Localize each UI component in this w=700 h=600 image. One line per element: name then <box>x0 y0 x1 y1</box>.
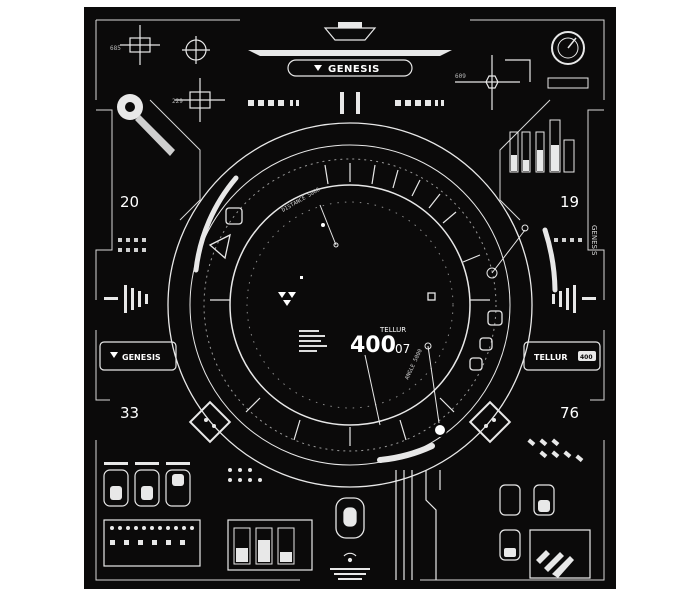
bottom-right-dots <box>527 438 584 463</box>
bottom-left-fill <box>104 462 190 500</box>
outer-ring <box>167 122 533 488</box>
model-number-right: 400 <box>580 354 593 361</box>
model-right: TELLUR <box>534 353 568 362</box>
right-lower-number: 76 <box>560 404 579 422</box>
readout-label: TELLUR <box>379 326 406 334</box>
inner-markers <box>278 223 325 306</box>
thick-arcs <box>193 175 558 463</box>
left-lower-number: 33 <box>120 404 139 422</box>
gauge-icon <box>547 31 589 89</box>
bottom-left-dots <box>110 526 194 545</box>
ring-ticks <box>210 163 490 446</box>
lower-left-dots <box>228 468 262 482</box>
top-dot-row <box>248 92 444 114</box>
needle-lines <box>319 204 529 431</box>
top-left-tag: 685 <box>110 45 121 52</box>
diamond-dots <box>204 418 496 428</box>
right-squares <box>427 292 503 371</box>
top-mid-tag: 229 <box>172 98 183 105</box>
frame-lines <box>95 19 605 581</box>
brand-top: GENESIS <box>328 64 380 75</box>
genesis-logo-icon <box>314 65 322 71</box>
side-brand-label: GENESIS <box>590 225 598 256</box>
needle-knob <box>433 423 447 437</box>
pad-background <box>84 7 616 589</box>
bottom-knob <box>335 497 365 539</box>
left-upper-number: 20 <box>120 193 139 211</box>
top-right-tag: 609 <box>455 73 466 80</box>
equalizer-fill <box>511 145 559 171</box>
dial-icon <box>117 94 175 156</box>
left-dot-grid <box>118 238 146 252</box>
bottom-right-blocks <box>499 484 591 579</box>
bottom-lines <box>395 470 441 580</box>
left-signal-bars <box>104 285 148 313</box>
wifi-icon <box>343 552 357 563</box>
bottom-right-fill <box>504 500 574 578</box>
bottom-left-blocks <box>103 469 313 571</box>
readout-bars <box>299 330 327 352</box>
diamond-boxes <box>188 400 512 444</box>
readout-suffix: 07 <box>395 342 410 356</box>
hexagon-icon <box>455 55 531 110</box>
crosshair-icon <box>120 25 225 122</box>
right-signal-bars <box>552 285 596 313</box>
genesis-top-banner <box>248 22 452 77</box>
bottom-left-meter-fill <box>236 540 292 562</box>
bar-chart-icon <box>509 119 575 173</box>
brand-left: GENESIS <box>122 353 161 362</box>
readout-value: 400 <box>350 333 396 358</box>
right-upper-number: 19 <box>560 193 579 211</box>
right-dot-grid <box>554 238 582 242</box>
left-brand-box <box>99 341 177 371</box>
bottom-chevrons <box>330 568 370 580</box>
bottom-left-meters <box>233 527 295 565</box>
left-pointer <box>208 207 243 260</box>
right-brand-box <box>523 341 601 371</box>
